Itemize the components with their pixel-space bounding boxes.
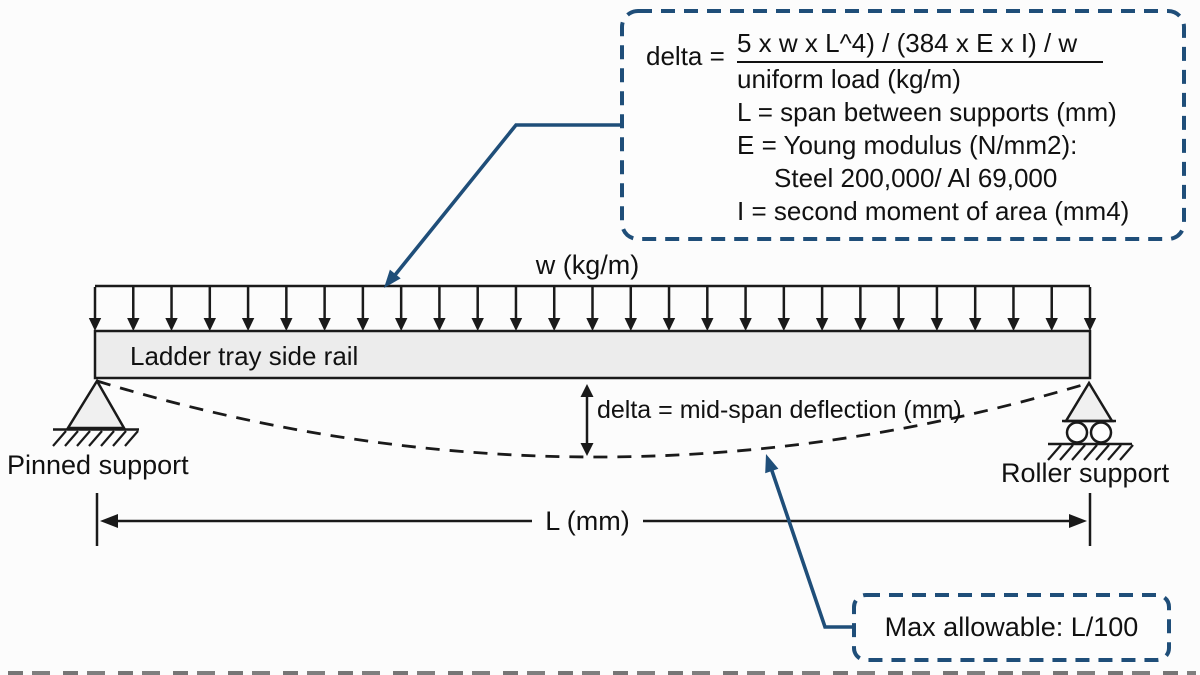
deflection-arrow-icon	[580, 384, 594, 456]
formula-line-young-modulus: E = Young modulus (N/mm2):	[737, 130, 1078, 160]
span-dimension-line	[95, 493, 1092, 546]
max-allowable-text: Max allowable: L/100	[884, 612, 1139, 642]
pinned-support-icon	[52, 378, 139, 447]
roller-support-label: Roller support	[1001, 458, 1170, 488]
formula-line-material-values: Steel 200,000/ Al 69,000	[774, 163, 1058, 193]
cropped-text-artifact	[8, 671, 1196, 675]
max-allowable-callout: Max allowable: L/100	[854, 595, 1169, 660]
roller-support-icon	[1047, 380, 1134, 461]
span-label: L (mm)	[545, 506, 630, 536]
deflection-label: delta = mid-span deflection (mm)	[597, 396, 962, 424]
formula-line-span: L = span between supports (mm)	[737, 97, 1117, 127]
distributed-load-icon	[88, 284, 1097, 331]
formula-line-second-moment: I = second moment of area (mm4)	[737, 196, 1130, 226]
callout-connector-arrow	[765, 454, 854, 629]
beam-rect	[93, 329, 1092, 380]
beam-label: Ladder tray side rail	[130, 341, 359, 371]
formula-line-uniform-load: uniform load (kg/m)	[737, 64, 961, 94]
load-label: w (kg/m)	[535, 250, 640, 280]
formula-box: delta = 5 x w x L^4) / (384 x E x I) / w…	[622, 11, 1184, 239]
formula-box-border	[620, 9, 1186, 241]
formula-lhs: delta =	[646, 41, 725, 71]
formula-numerator: 5 x w x L^4) / (384 x E x I) / w	[737, 28, 1104, 63]
callout-box-border	[852, 593, 1171, 662]
formula-body: 5 x w x L^4) / (384 x E x I) / w uniform…	[737, 28, 1129, 228]
formula-connector-arrow	[384, 123, 622, 288]
deflection-curve	[96, 379, 1090, 459]
pinned-support-label: Pinned support	[7, 450, 189, 480]
